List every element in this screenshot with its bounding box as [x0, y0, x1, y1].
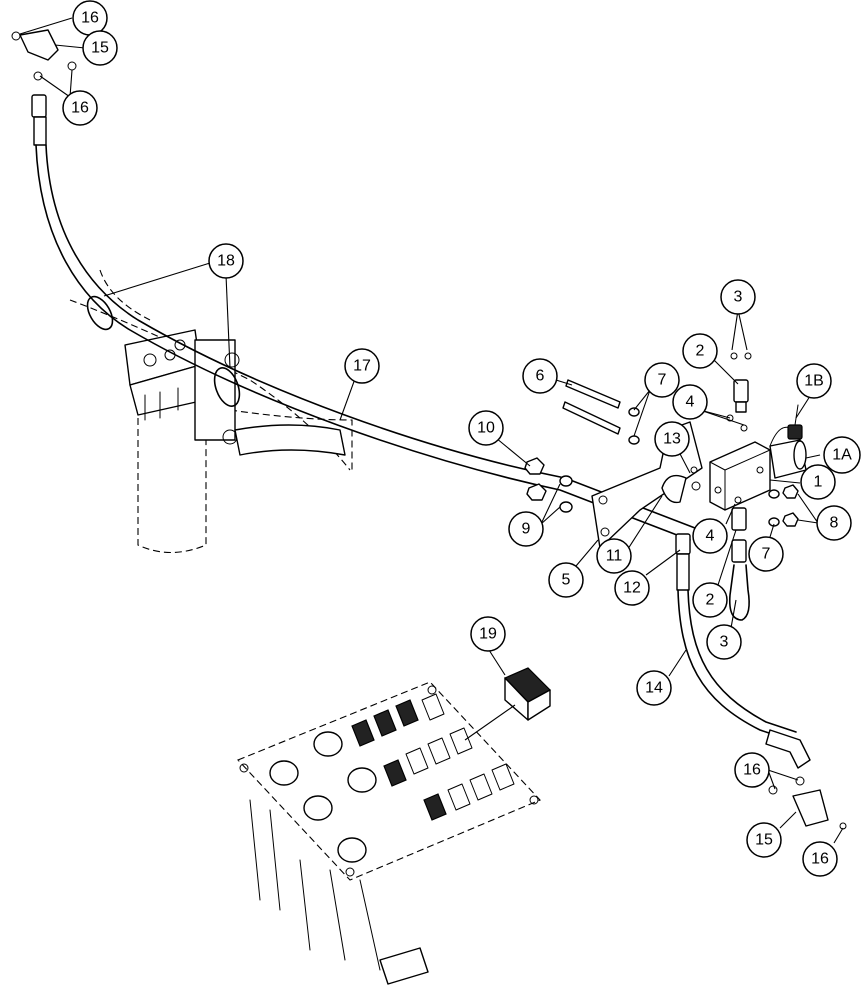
- callout-17: 17: [344, 348, 380, 384]
- callout-label: 7: [762, 546, 771, 563]
- callout-19: 19: [470, 616, 506, 652]
- callout-16-bottom-b: 16: [802, 841, 838, 877]
- fittings-lower-2-3-4: [728, 496, 750, 621]
- callout-label: 18: [217, 253, 235, 270]
- callout-12: 12: [614, 570, 650, 606]
- callout-label: 5: [562, 572, 571, 589]
- callout-label: 13: [663, 431, 681, 448]
- fitting-15-bottom: [768, 776, 847, 830]
- callout-5: 5: [548, 562, 584, 598]
- callout-16-bottom-a: 16: [734, 752, 770, 788]
- callout-label: 16: [81, 10, 99, 27]
- callout-7-bottom: 7: [748, 536, 784, 572]
- callout-label: 10: [477, 420, 495, 437]
- callout-15-bottom: 15: [746, 822, 782, 858]
- callout-16-top-b: 16: [62, 90, 98, 126]
- washers-nuts-7-8: [768, 484, 799, 527]
- callout-1a: 1A: [823, 436, 861, 474]
- callout-16-top-a: 16: [72, 0, 108, 36]
- callout-label: 9: [522, 521, 531, 538]
- callout-label: 14: [645, 680, 663, 697]
- callout-18: 18: [208, 243, 244, 279]
- callout-label: 19: [479, 626, 497, 643]
- callout-label: 2: [706, 592, 715, 609]
- callout-label: 8: [830, 515, 839, 532]
- callout-1b: 1B: [796, 363, 832, 399]
- fittings-upper-2-3-4: [726, 352, 752, 432]
- callout-label: 4: [706, 528, 715, 545]
- callout-4-bottom: 4: [692, 518, 728, 554]
- callout-10: 10: [468, 410, 504, 446]
- fitting-15-top: [11, 29, 77, 81]
- callout-15-top: 15: [82, 30, 118, 66]
- control-panel: [237, 681, 541, 985]
- callout-label: 2: [696, 343, 705, 360]
- callout-label: 1B: [804, 373, 824, 390]
- elbow-fitting-11: [661, 474, 701, 504]
- hose-clamp-18: [86, 295, 241, 407]
- nuts-washers-9-10: [524, 457, 573, 513]
- callout-label: 7: [658, 372, 667, 389]
- callout-7-top: 7: [644, 362, 680, 398]
- callout-label: 11: [606, 548, 623, 565]
- callout-label: 4: [686, 394, 695, 411]
- callout-9: 9: [508, 511, 544, 547]
- callout-2-bottom: 2: [692, 582, 728, 618]
- bolts-6: [562, 379, 640, 445]
- filter-head-assembly: [124, 329, 346, 456]
- hose-14: [675, 533, 811, 769]
- callout-label: 3: [734, 289, 743, 306]
- callout-8: 8: [816, 505, 852, 541]
- hose-17: [31, 94, 696, 541]
- callout-label: 15: [91, 40, 109, 57]
- callout-label: 16: [811, 851, 829, 868]
- callout-label: 16: [743, 762, 761, 779]
- callout-6: 6: [522, 358, 558, 394]
- callout-label: 16: [71, 100, 89, 117]
- callout-2-top: 2: [682, 333, 718, 369]
- callout-14: 14: [636, 670, 672, 706]
- callout-1: 1: [800, 464, 836, 500]
- connector-1b: [787, 404, 803, 440]
- callout-4-top: 4: [672, 384, 708, 420]
- callout-label: 1A: [832, 447, 852, 464]
- callout-label: 12: [623, 580, 641, 597]
- callout-label: 1: [814, 474, 823, 491]
- callout-label: 15: [755, 832, 773, 849]
- callout-3-bottom: 3: [706, 624, 742, 660]
- callout-label: 6: [536, 368, 545, 385]
- switch-19: [503, 667, 551, 721]
- callout-label: 3: [720, 634, 729, 651]
- callout-3-top: 3: [720, 279, 756, 315]
- valve-block-1: [709, 426, 807, 511]
- callout-13: 13: [654, 421, 690, 457]
- callout-11: 11: [596, 538, 632, 574]
- callout-label: 17: [353, 358, 371, 375]
